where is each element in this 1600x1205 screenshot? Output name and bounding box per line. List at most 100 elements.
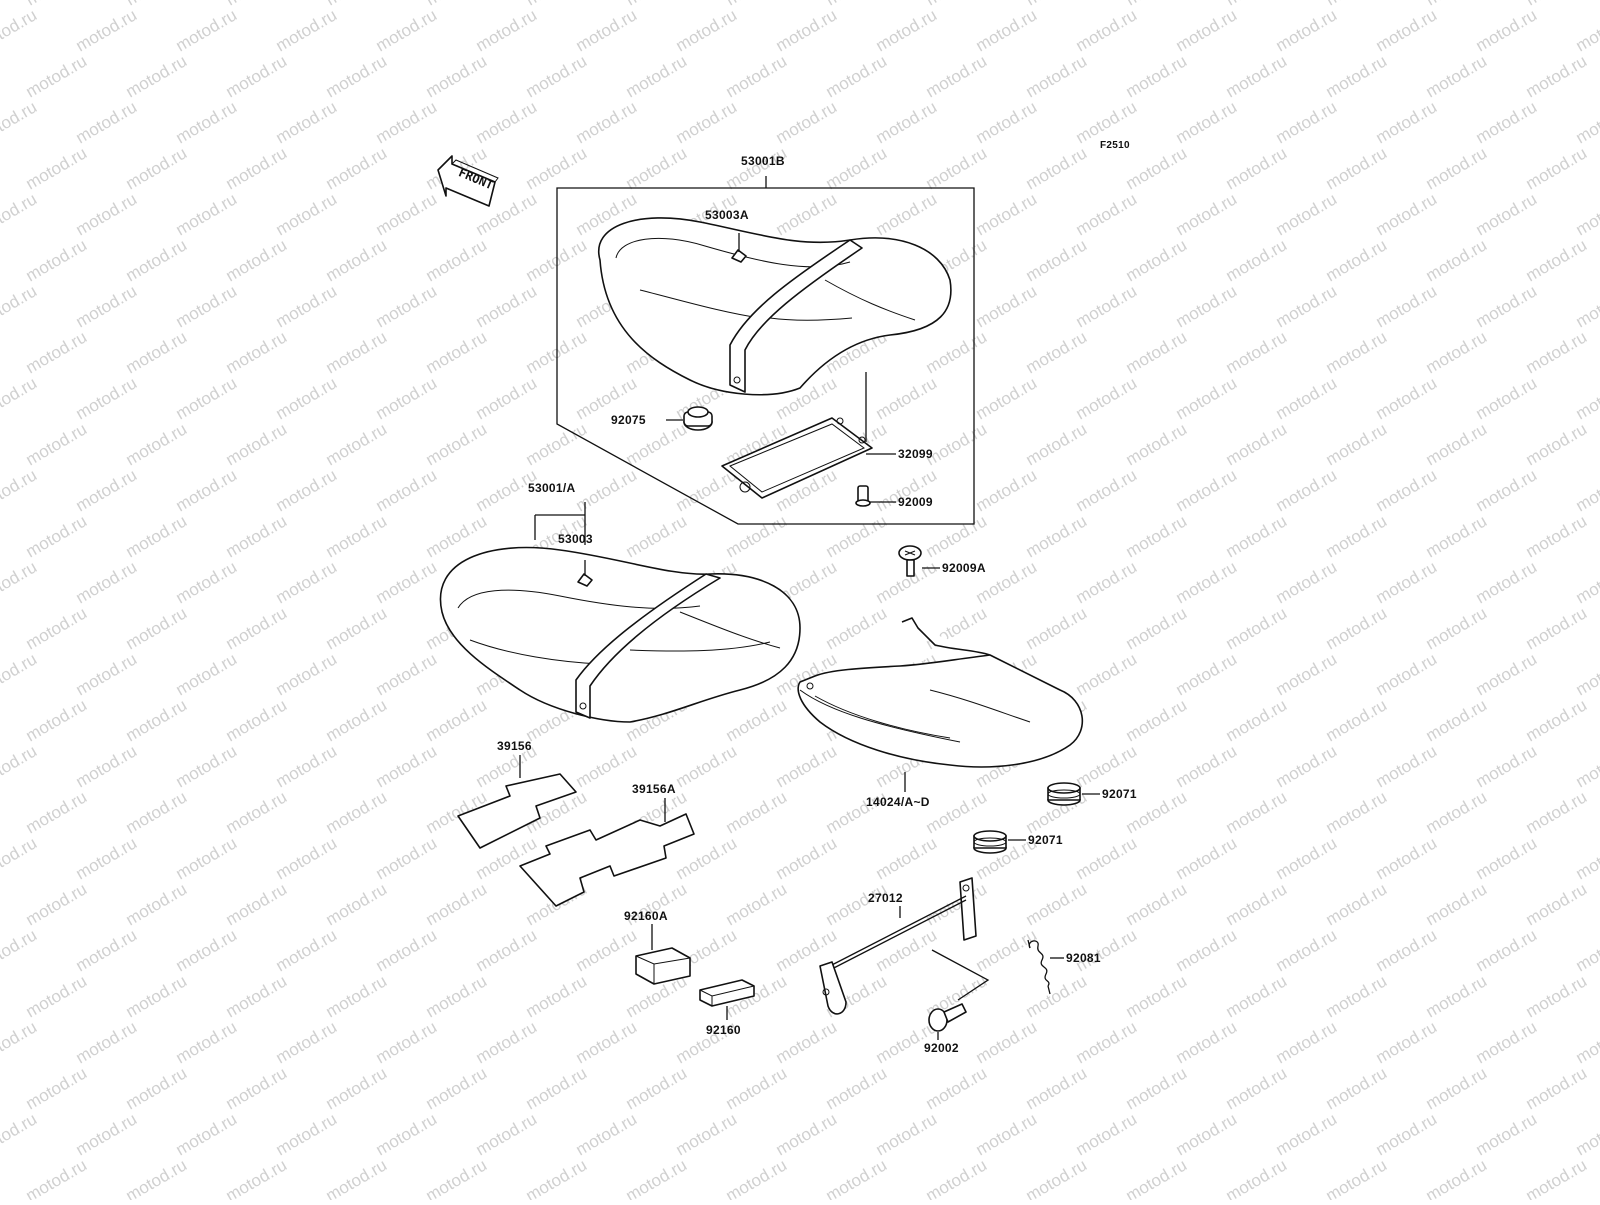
watermark-text: motod.ru — [573, 465, 641, 515]
watermark-text: motod.ru — [1073, 1109, 1141, 1159]
watermark-text: motod.ru — [673, 833, 741, 883]
watermark-text: motod.ru — [1173, 5, 1241, 55]
watermark-text: motod.ru — [323, 143, 391, 193]
watermark-text: motod.ru — [1373, 97, 1441, 147]
watermark-text: motod.ru — [1023, 143, 1091, 193]
watermark-text: motod.ru — [623, 1155, 691, 1200]
watermark-text: motod.ru — [473, 5, 541, 55]
watermark-text: motod.ru — [223, 1063, 291, 1113]
watermark-text: motod.ru — [1223, 51, 1291, 101]
watermark-text: motod.ru — [973, 281, 1041, 331]
watermark-text: motod.ru — [73, 1109, 141, 1159]
grommet-92071-b — [974, 831, 1006, 853]
watermark-text: motod.ru — [73, 465, 141, 515]
watermark-text: motod.ru — [773, 97, 841, 147]
watermark-text: motod.ru — [1473, 1109, 1541, 1159]
watermark-text: motod.ru — [1523, 971, 1591, 1021]
label-92160: 92160 — [706, 1023, 741, 1037]
watermark-text: motod.ru — [173, 833, 241, 883]
watermark-text: motod.ru — [1123, 511, 1191, 561]
watermark-text: motod.ru — [923, 1155, 991, 1200]
label-92071-b: 92071 — [1028, 833, 1063, 847]
watermark-text: motod.ru — [1573, 833, 1600, 883]
watermark-text: motod.ru — [1123, 51, 1191, 101]
watermark-text: motod.ru — [223, 419, 291, 469]
watermark-text: motod.ru — [473, 97, 541, 147]
watermark-text: motod.ru — [873, 1109, 941, 1159]
watermark-text: motod.ru — [1223, 695, 1291, 745]
seat-lower-drawing — [440, 548, 800, 722]
watermark-text: motod.ru — [1123, 971, 1191, 1021]
watermark-text: motod.ru — [1123, 603, 1191, 653]
watermark-text: motod.ru — [523, 143, 591, 193]
watermark-text: motod.ru — [23, 787, 91, 837]
watermark-text: motod.ru — [223, 1155, 291, 1200]
watermark-text: motod.ru — [1373, 925, 1441, 975]
watermark-text: motod.ru — [1573, 557, 1600, 607]
watermark-text: motod.ru — [473, 925, 541, 975]
watermark-text: motod.ru — [1123, 327, 1191, 377]
watermark-text: motod.ru — [1123, 419, 1191, 469]
watermark-text: motod.ru — [1023, 511, 1091, 561]
watermark-text: motod.ru — [1423, 603, 1491, 653]
watermark-text: motod.ru — [223, 695, 291, 745]
watermark-text: motod.ru — [123, 1063, 191, 1113]
watermark-text: motod.ru — [1523, 695, 1591, 745]
watermark-text: motod.ru — [773, 189, 841, 239]
watermark-text: motod.ru — [1223, 971, 1291, 1021]
label-92009A: 92009A — [942, 561, 986, 575]
watermark-text: motod.ru — [1273, 925, 1341, 975]
watermark-text: motod.ru — [373, 833, 441, 883]
watermark-text: motod.ru — [1523, 879, 1591, 929]
watermark-text: motod.ru — [73, 1017, 141, 1067]
watermark-text: motod.ru — [1173, 649, 1241, 699]
watermark-text: motod.ru — [973, 5, 1041, 55]
watermark-text: motod.ru — [1373, 281, 1441, 331]
watermark-text: motod.ru — [323, 971, 391, 1021]
watermark-text: motod.ru — [1423, 1155, 1491, 1200]
watermark-text: motod.ru — [873, 925, 941, 975]
watermark-text: motod.ru — [723, 1155, 791, 1200]
watermark-text: motod.ru — [23, 511, 91, 561]
watermark-text: motod.ru — [673, 5, 741, 55]
watermark-text: motod.ru — [1273, 281, 1341, 331]
watermark-text: motod.ru — [623, 0, 691, 9]
watermark-text: motod.ru — [23, 695, 91, 745]
watermark-text: motod.ru — [1473, 373, 1541, 423]
watermark-text: motod.ru — [323, 879, 391, 929]
watermark-text: motod.ru — [1523, 1155, 1591, 1200]
watermark-text: motod.ru — [1173, 465, 1241, 515]
watermark-text: motod.ru — [723, 787, 791, 837]
watermark-text: motod.ru — [1423, 511, 1491, 561]
watermark-text: motod.ru — [1223, 235, 1291, 285]
watermark-text: motod.ru — [1323, 327, 1391, 377]
watermark-text: motod.ru — [1473, 5, 1541, 55]
watermark-text: motod.ru — [1123, 879, 1191, 929]
watermark-text: motod.ru — [573, 1017, 641, 1067]
watermark-text: motod.ru — [423, 51, 491, 101]
watermark-text: motod.ru — [223, 327, 291, 377]
watermark-text: motod.ru — [0, 925, 40, 975]
label-92081: 92081 — [1066, 951, 1101, 965]
watermark-text: motod.ru — [923, 787, 991, 837]
watermark-text: motod.ru — [1323, 971, 1391, 1021]
label-32099: 32099 — [898, 447, 933, 461]
watermark-text: motod.ru — [523, 0, 591, 9]
watermark-text: motod.ru — [473, 373, 541, 423]
watermark-text: motod.ru — [823, 603, 891, 653]
watermark-text: motod.ru — [1423, 143, 1491, 193]
watermark-text: motod.ru — [1473, 557, 1541, 607]
watermark-text: motod.ru — [1073, 465, 1141, 515]
watermark-text: motod.ru — [373, 1017, 441, 1067]
watermark-text: motod.ru — [0, 5, 40, 55]
watermark-text: motod.ru — [173, 373, 241, 423]
watermark-text: motod.ru — [173, 189, 241, 239]
watermark-text: motod.ru — [1373, 741, 1441, 791]
watermark-text: motod.ru — [1573, 281, 1600, 331]
watermark-text: motod.ru — [23, 235, 91, 285]
watermark-text: motod.ru — [423, 1155, 491, 1200]
watermark-text: motod.ru — [1223, 0, 1291, 9]
bolt-92009 — [856, 486, 870, 506]
watermark-text: motod.ru — [523, 419, 591, 469]
